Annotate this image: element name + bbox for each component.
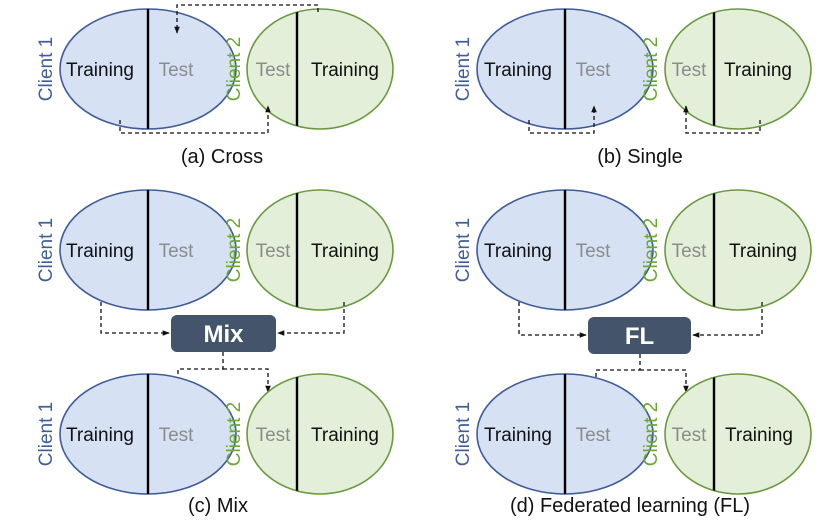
arrow-client1-training-to-client1-test	[528, 105, 597, 134]
test-label: Test	[256, 425, 292, 446]
panel-single: Client 1 Training Test Client 2 Test Tra…	[453, 8, 812, 168]
client2-dataset: Test Training	[246, 8, 394, 130]
client1-dataset: Training Test	[476, 373, 654, 495]
client2-label: Client 2	[641, 37, 662, 101]
client1-dataset: Training Test	[476, 189, 654, 311]
caption-federated-learning: (d) Federated learning (FL)	[510, 495, 750, 517]
client2-ellipse	[246, 8, 394, 130]
fl-box	[588, 317, 691, 354]
training-label: Training	[484, 241, 552, 262]
arrow-fl-to-client2-test	[640, 369, 689, 393]
arrow-client1-training-to-client2-test	[119, 105, 271, 134]
test-label: Test	[256, 60, 292, 81]
client2-dataset: Test Training	[664, 189, 812, 311]
client2-label: Client 2	[641, 218, 662, 282]
training-label: Training	[66, 425, 134, 446]
caption-single: (b) Single	[597, 146, 683, 168]
mix-label: Mix	[203, 321, 244, 348]
fl-label: FL	[625, 323, 654, 350]
client1-label: Client 1	[36, 218, 57, 282]
client1-label: Client 1	[453, 402, 474, 466]
test-label: Test	[159, 60, 195, 81]
client2-dataset: Test Training	[664, 8, 812, 130]
client1-label: Client 1	[36, 402, 57, 466]
arrow-client1-to-mix	[100, 302, 170, 336]
panel-cross: Client 1 Training Test Client 2 Test Tra…	[36, 4, 394, 168]
training-label: Training	[484, 425, 552, 446]
client1-dataset: Training Test	[59, 373, 237, 495]
caption-cross: (a) Cross	[181, 146, 263, 168]
client1-label: Client 1	[453, 218, 474, 282]
client2-label: Client 2	[224, 37, 245, 101]
client1-dataset: Training Test	[59, 189, 237, 311]
mix-box	[171, 315, 276, 352]
client2-dataset: Test Training	[246, 373, 394, 495]
arrow-client2-training-to-client1-test	[174, 4, 319, 34]
arrow-client2-to-mix	[277, 302, 345, 336]
training-label: Training	[484, 60, 552, 81]
arrow-client2-training-to-client2-test	[683, 105, 761, 134]
training-label: Training	[725, 425, 793, 446]
test-label: Test	[672, 241, 708, 262]
client1-dataset: Training Test	[59, 8, 237, 130]
client2-ellipse	[246, 189, 394, 311]
test-label: Test	[159, 425, 195, 446]
test-label: Test	[576, 60, 612, 81]
client2-ellipse	[664, 8, 812, 130]
client2-ellipse	[246, 373, 394, 495]
client1-dataset: Training Test	[476, 8, 654, 130]
test-label: Test	[159, 241, 195, 262]
training-label: Training	[66, 60, 134, 81]
caption-mix: (c) Mix	[188, 495, 248, 517]
client2-label: Client 2	[224, 402, 245, 466]
client2-label: Client 2	[641, 402, 662, 466]
client2-ellipse	[664, 189, 812, 311]
client2-dataset: Test Training	[246, 189, 394, 311]
panel-mix: Client 1 Training Test Client 2 Test Tra…	[36, 189, 394, 517]
arrow-client2-to-fl	[692, 302, 763, 338]
test-label: Test	[256, 241, 292, 262]
training-label: Training	[724, 60, 792, 81]
test-label: Test	[576, 241, 612, 262]
training-label: Training	[66, 241, 134, 262]
client2-dataset: Test Training	[664, 373, 812, 495]
training-label: Training	[729, 241, 797, 262]
arrow-client1-to-fl	[518, 302, 587, 338]
client1-label: Client 1	[36, 37, 57, 101]
client2-label: Client 2	[224, 218, 245, 282]
training-label: Training	[311, 60, 379, 81]
client1-label: Client 1	[453, 37, 474, 101]
mix-node: Mix	[171, 315, 276, 352]
training-label: Training	[311, 425, 379, 446]
test-label: Test	[576, 425, 612, 446]
client2-ellipse	[664, 373, 812, 495]
test-label: Test	[672, 60, 708, 81]
fl-node: FL	[588, 317, 691, 354]
panel-federated-learning: Client 1 Training Test Client 2 Test Tra…	[453, 189, 812, 517]
training-label: Training	[311, 241, 379, 262]
arrow-mix-to-client2-test	[223, 368, 271, 393]
test-label: Test	[672, 425, 708, 446]
